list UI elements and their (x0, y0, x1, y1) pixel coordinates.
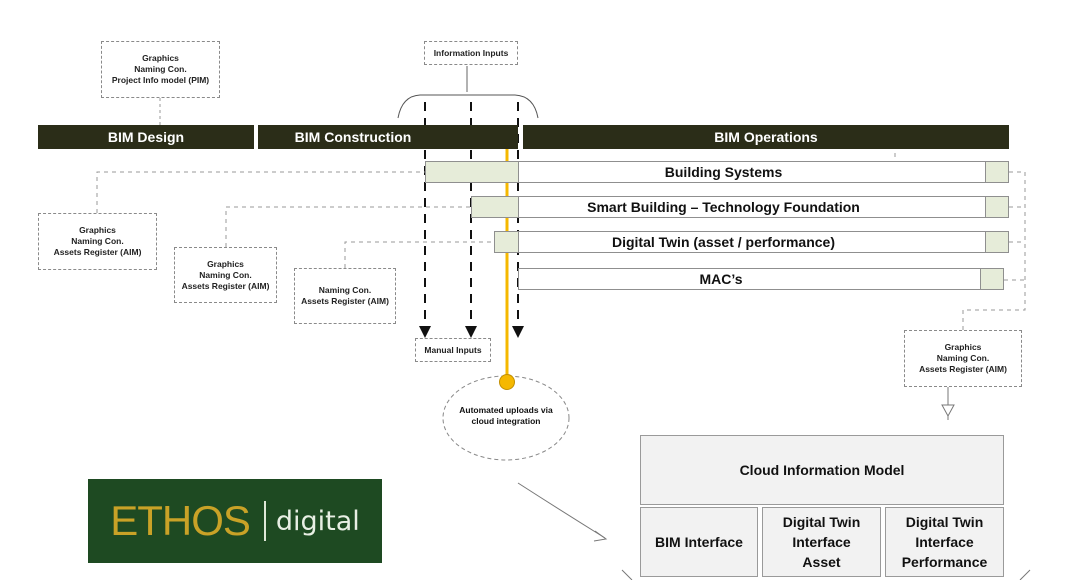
bar-label: MAC’s (699, 271, 743, 287)
information-inputs-box: Information Inputs (424, 41, 518, 65)
cell-text: Asset (802, 554, 841, 570)
digital-twin-asset-cell: Digital Twin Interface Asset (762, 507, 881, 577)
bar-macs: MAC’s (518, 268, 1004, 290)
bar-digital-twin: Digital Twin (asset / performance) (518, 231, 1009, 253)
box-text: Assets Register (AIM) (181, 280, 270, 291)
arrow-down-outline-icon (941, 404, 955, 418)
brace (397, 94, 539, 119)
phase-bim-design: BIM Design (38, 125, 254, 149)
logo-wordmark: ETHOS (110, 497, 251, 544)
bar-label: Building Systems (664, 164, 783, 180)
bar-label: Digital Twin (asset / performance) (611, 234, 835, 250)
aim-box-operations: Graphics Naming Con. Assets Register (AI… (904, 330, 1022, 387)
phase-label: BIM Construction (294, 129, 412, 145)
cell-text: Interface (915, 534, 974, 550)
highlight-dot (499, 374, 515, 390)
end-marker (985, 231, 1009, 253)
ethos-digital-logo: ETHOS digital (88, 479, 382, 563)
decorative-arc (621, 569, 633, 580)
phase-bim-construction: BIM Construction (258, 125, 518, 149)
end-marker (980, 268, 1004, 290)
bar-label: Smart Building – Technology Foundation (587, 199, 860, 215)
box-text: Automated uploads via (459, 405, 553, 415)
phase-bim-operations: BIM Operations (523, 125, 1009, 149)
box-text: Graphics (142, 53, 179, 63)
bar-building-systems: Building Systems (518, 161, 1009, 183)
automated-uploads-ellipse (442, 375, 570, 461)
building-systems-lead (425, 161, 519, 183)
arrow-down-icon (512, 326, 524, 338)
end-marker (985, 196, 1009, 218)
box-text: Project Info model (PIM) (111, 75, 210, 85)
arrow-to-cloud (517, 482, 606, 539)
arrow-head-icon (593, 530, 608, 542)
box-text: Information Inputs (433, 47, 509, 58)
box-text: Graphics (79, 225, 116, 235)
connector-line (225, 206, 471, 247)
box-text: Naming Con. (936, 353, 990, 363)
connector-line (96, 171, 425, 213)
phase-label: BIM Design (107, 129, 185, 145)
arrow-down-icon (465, 326, 477, 338)
box-text: Naming Con. (199, 269, 252, 280)
cloud-title: Cloud Information Model (739, 462, 905, 478)
box-text: cloud integration (471, 416, 541, 426)
end-marker (985, 161, 1009, 183)
pim-box: Graphics Naming Con. Project Info model … (101, 41, 220, 98)
box-text: Naming Con. (71, 236, 124, 246)
box-text: Manual Inputs (424, 344, 482, 355)
manual-inputs-box: Manual Inputs (415, 338, 491, 362)
logo-divider (263, 501, 266, 541)
connector-line (962, 171, 1026, 330)
box-text: Assets Register (AIM) (53, 247, 142, 257)
phase-label: BIM Operations (714, 129, 818, 145)
aim-box-construction: Graphics Naming Con. Assets Register (AI… (174, 247, 277, 303)
box-text: Graphics (207, 258, 244, 269)
aim-box-design: Graphics Naming Con. Assets Register (AI… (38, 213, 157, 270)
box-text: Assets Register (AIM) (919, 364, 1007, 374)
cell-text: Digital Twin (905, 514, 984, 530)
logo-subtitle: digital (275, 505, 360, 537)
arrow-down-icon (419, 326, 431, 338)
box-text: Graphics (944, 342, 982, 352)
digital-twin-lead (494, 231, 519, 253)
smart-building-lead (471, 196, 519, 218)
cell-text: Interface (792, 534, 851, 550)
cell-text: Performance (901, 554, 988, 570)
aim-box-naming: Naming Con. Assets Register (AIM) (294, 268, 396, 324)
digital-twin-performance-cell: Digital Twin Interface Performance (885, 507, 1004, 577)
connector-line (344, 241, 494, 268)
box-text: Assets Register (AIM) (301, 296, 389, 306)
cloud-information-model: Cloud Information Model (640, 435, 1004, 505)
decorative-arc (1019, 569, 1031, 580)
cell-text: Digital Twin (782, 514, 861, 530)
box-text: Naming Con. (134, 64, 187, 74)
bar-smart-building: Smart Building – Technology Foundation (518, 196, 1009, 218)
automated-uploads-label: Automated uploads via cloud integration (446, 405, 566, 427)
bim-interface-cell: BIM Interface (640, 507, 758, 577)
box-text: Naming Con. (318, 285, 372, 295)
cell-text: BIM Interface (655, 534, 743, 550)
